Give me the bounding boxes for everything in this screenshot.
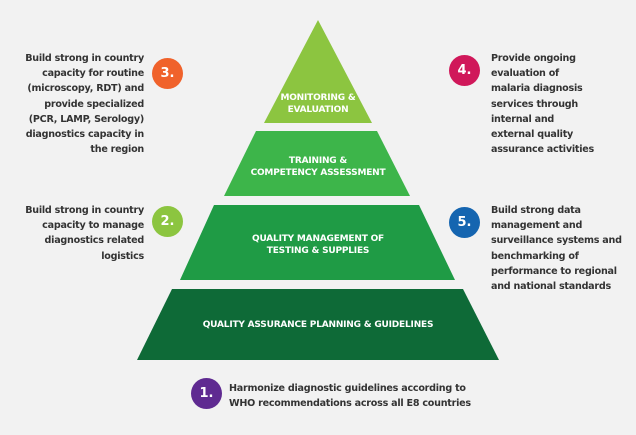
description-1: Harmonize diagnostic guidelines accordin… [229, 383, 471, 410]
tier-label-monitoring: MONITORING & EVALUATION [280, 93, 356, 115]
description-4: Provide ongoing evaluation of malaria di… [491, 53, 594, 156]
number-badge-2: 2. [152, 206, 183, 237]
tier-label-training: TRAINING & COMPETENCY ASSESSMENT [250, 156, 386, 178]
pyramid-tier-quality-assurance [137, 289, 499, 360]
description-3: Build strong in country capacity for rou… [25, 53, 144, 156]
tier-label-quality-management: QUALITY MANAGEMENT OF TESTING & SUPPLIES [252, 234, 384, 256]
pyramid-tier-quality-management [180, 205, 455, 280]
tier-label-quality-assurance: QUALITY ASSURANCE PLANNING & GUIDELINES [202, 320, 434, 330]
number-badge-5: 5. [449, 207, 480, 238]
pyramid-tier-training [224, 131, 410, 196]
number-badge-3: 3. [152, 58, 183, 89]
description-5: Build strong data management and surveil… [491, 205, 622, 293]
number-badge-4: 4. [449, 55, 480, 86]
number-badge-1: 1. [191, 378, 222, 409]
description-2: Build strong in country capacity to mana… [25, 205, 144, 262]
pyramid-tier-monitoring [264, 20, 372, 123]
